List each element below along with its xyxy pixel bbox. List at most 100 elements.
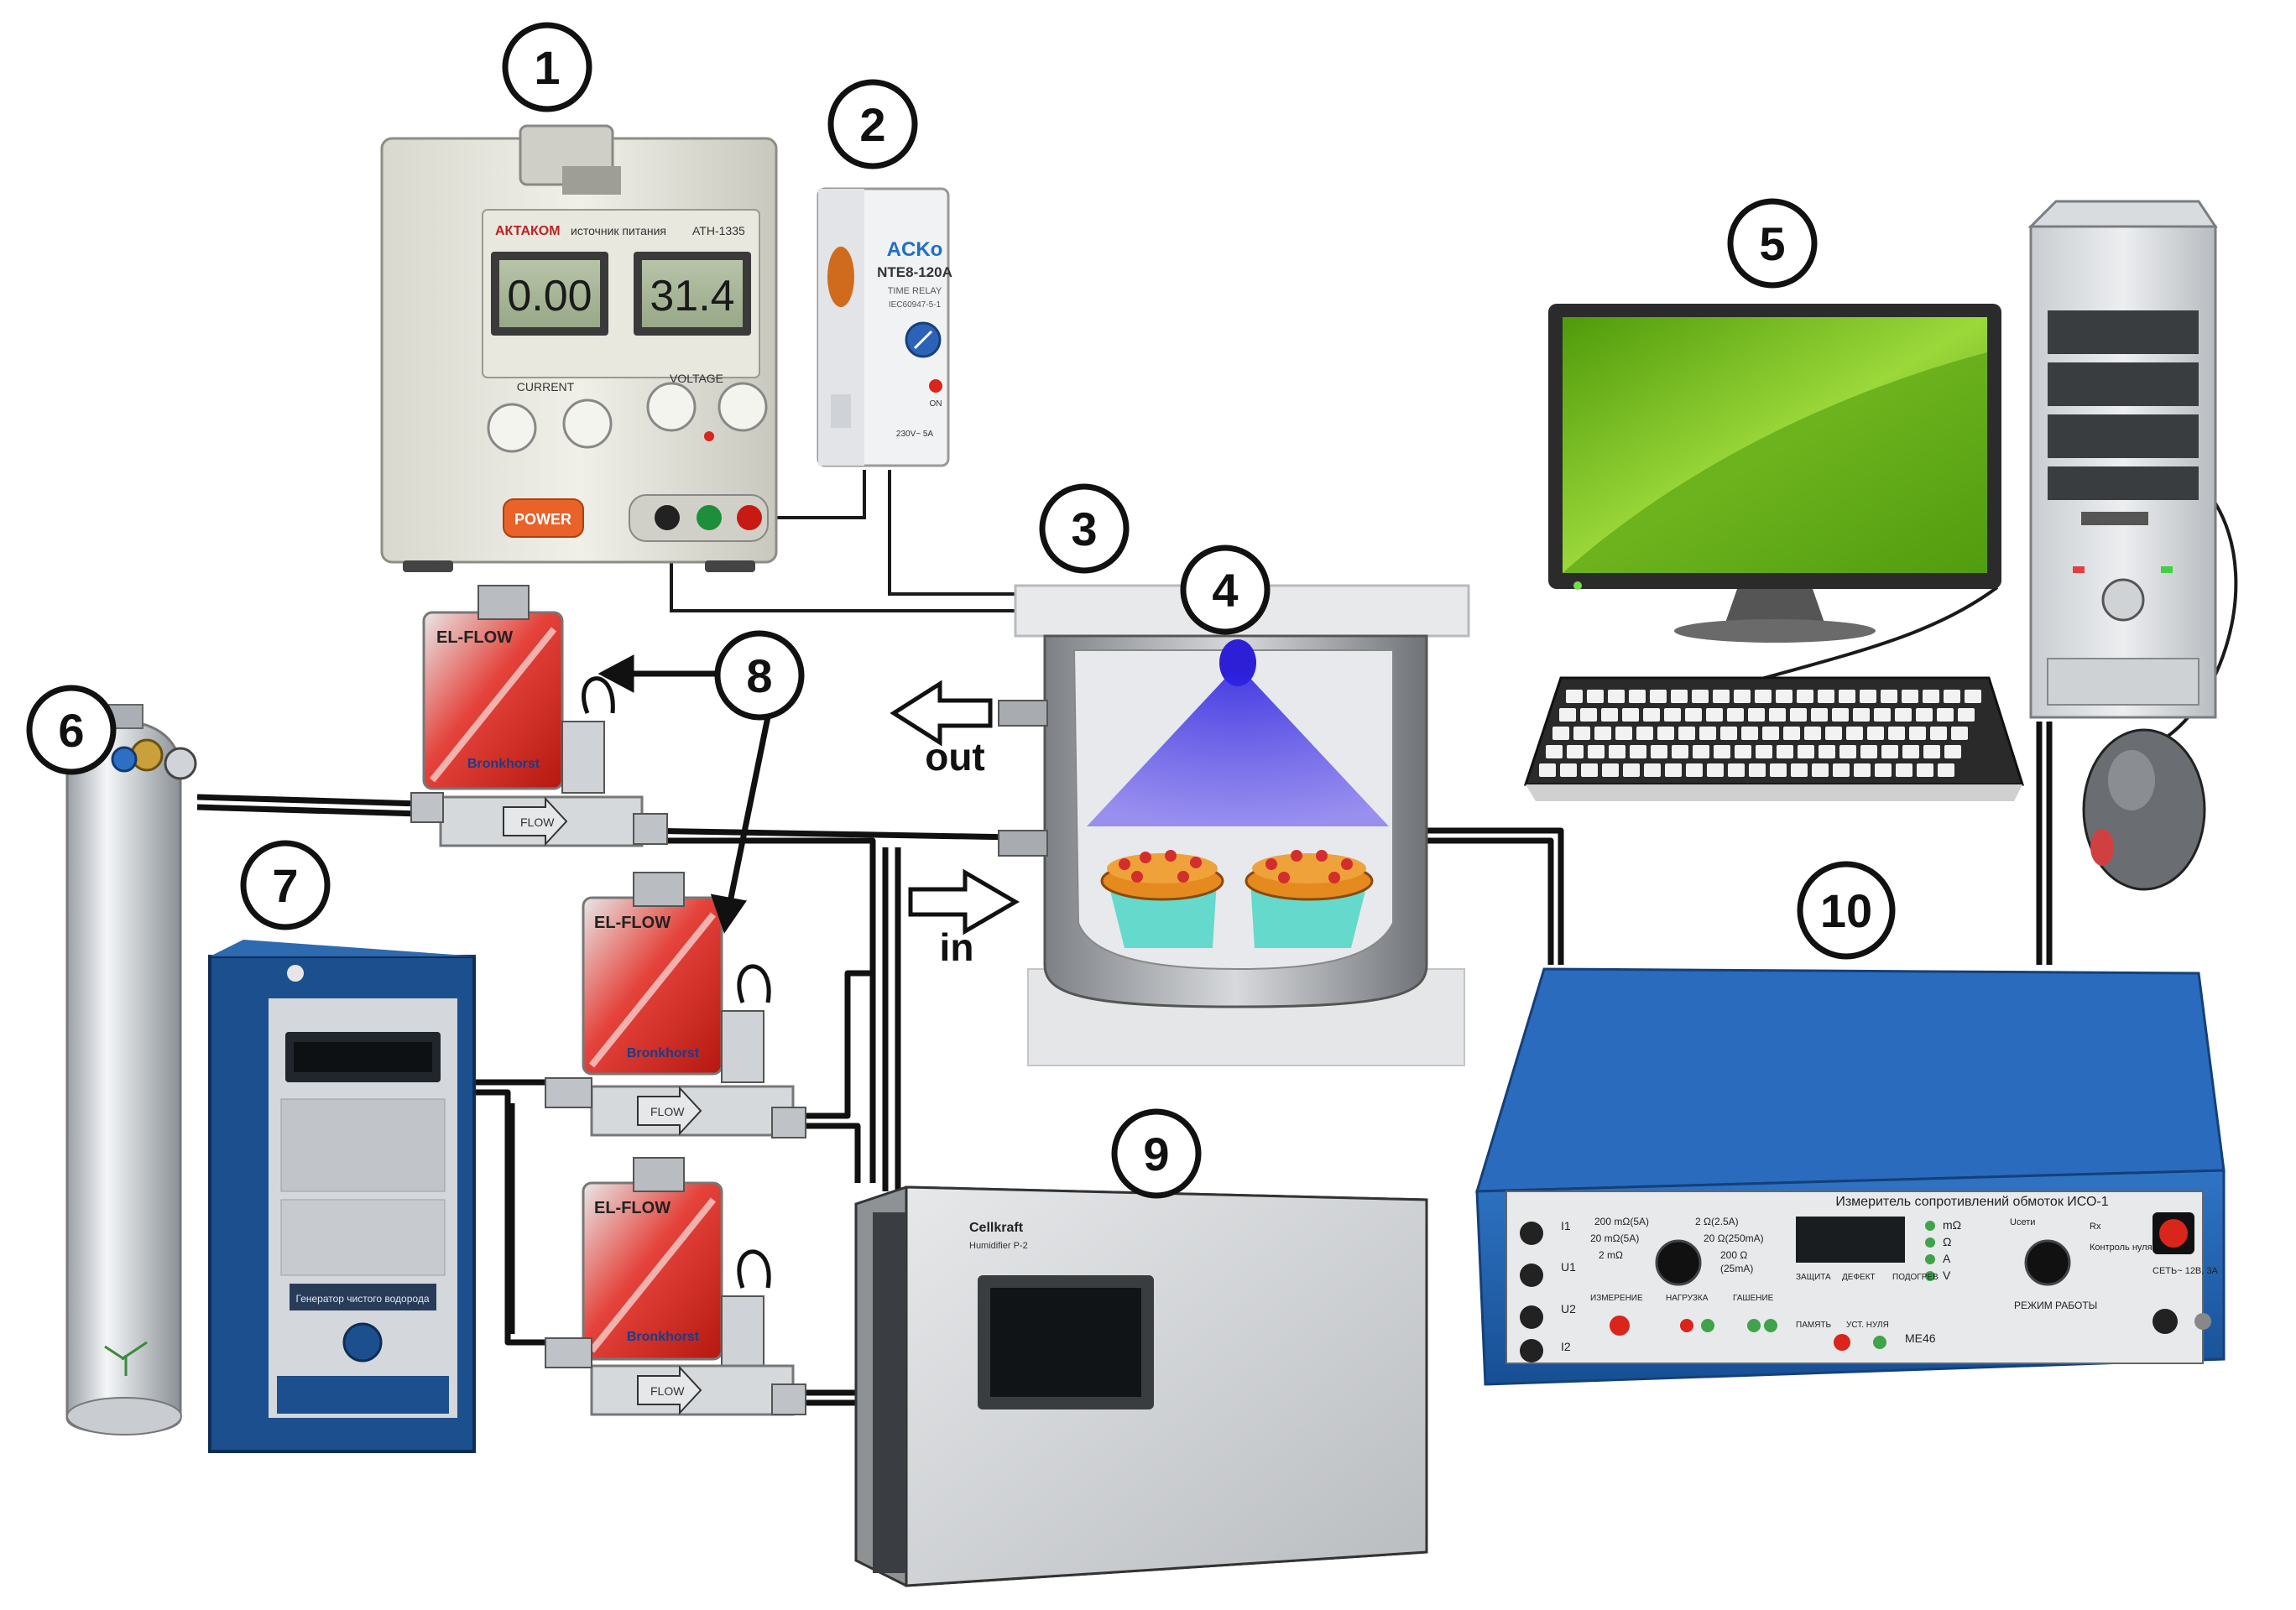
keyboard-key[interactable]	[1881, 745, 1898, 758]
keyboard-key[interactable]	[1867, 727, 1884, 740]
psu-knobs[interactable]	[487, 382, 768, 453]
keyboard-key[interactable]	[1566, 690, 1583, 703]
keyboard-key[interactable]	[1636, 727, 1653, 740]
keyboard-key[interactable]	[1916, 708, 1933, 722]
keyboard-key[interactable]	[1832, 708, 1849, 722]
keyboard-key[interactable]	[1791, 763, 1808, 777]
range-knob[interactable]	[1655, 1239, 1702, 1286]
keyboard-key[interactable]	[1818, 690, 1834, 703]
keyboard-key[interactable]	[1699, 727, 1716, 740]
keyboard-key[interactable]	[1567, 745, 1584, 758]
keyboard-key[interactable]	[1713, 690, 1730, 703]
keyboard-key[interactable]	[1783, 727, 1800, 740]
keyboard-key[interactable]	[1672, 745, 1688, 758]
keyboard-key[interactable]	[1657, 727, 1674, 740]
keyboard-key[interactable]	[1671, 690, 1688, 703]
keyboard-key[interactable]	[1854, 763, 1871, 777]
keyboard-key[interactable]	[1651, 745, 1667, 758]
keyboard-key[interactable]	[1602, 763, 1619, 777]
keyboard-key[interactable]	[1580, 708, 1597, 722]
keyboard-key[interactable]	[1951, 727, 1968, 740]
keyboard-key[interactable]	[1588, 745, 1605, 758]
keyboard-key[interactable]	[1797, 690, 1813, 703]
keyboard[interactable]	[1523, 676, 2025, 801]
keyboard-key[interactable]	[1811, 708, 1828, 722]
mode-knob[interactable]	[2024, 1239, 2071, 1286]
keyboard-key[interactable]	[1581, 763, 1598, 777]
keyboard-key[interactable]	[1559, 708, 1576, 722]
keyboard-key[interactable]	[1790, 708, 1807, 722]
keyboard-key[interactable]	[1573, 727, 1590, 740]
keyboard-key[interactable]	[1609, 745, 1625, 758]
keyboard-key[interactable]	[1748, 708, 1765, 722]
keyboard-key[interactable]	[1895, 708, 1912, 722]
keyboard-key[interactable]	[1938, 763, 1954, 777]
keyboard-key[interactable]	[1937, 708, 1954, 722]
keyboard-key[interactable]	[1594, 727, 1611, 740]
keyboard-key[interactable]	[1685, 708, 1702, 722]
keyboard-key[interactable]	[1881, 690, 1897, 703]
keyboard-key[interactable]	[1546, 745, 1563, 758]
keyboard-key[interactable]	[1692, 690, 1709, 703]
keyboard-key[interactable]	[1769, 708, 1786, 722]
keyboard-key[interactable]	[1819, 745, 1835, 758]
keyboard-key[interactable]	[1643, 708, 1660, 722]
keyboard-key[interactable]	[1958, 708, 1975, 722]
pc-power-button[interactable]	[2101, 578, 2145, 622]
keyboard-key[interactable]	[1846, 727, 1863, 740]
keyboard-key[interactable]	[1833, 763, 1850, 777]
keyboard-key[interactable]	[1707, 763, 1724, 777]
keyboard-key[interactable]	[1728, 763, 1745, 777]
keyboard-key[interactable]	[1896, 763, 1912, 777]
keyboard-key[interactable]	[1608, 690, 1625, 703]
meter-terminals[interactable]	[1520, 1222, 1543, 1363]
gas-regulator[interactable]	[111, 738, 197, 780]
keyboard-key[interactable]	[1587, 690, 1604, 703]
keyboard-key[interactable]	[1944, 745, 1961, 758]
keyboard-key[interactable]	[1917, 763, 1933, 777]
keyboard-key[interactable]	[1875, 763, 1892, 777]
keyboard-key[interactable]	[1777, 745, 1793, 758]
keyboard-key[interactable]	[1804, 727, 1821, 740]
keyboard-key[interactable]	[1762, 727, 1779, 740]
keyboard-key[interactable]	[1644, 763, 1661, 777]
keyboard-key[interactable]	[1601, 708, 1618, 722]
keyboard-key[interactable]	[1650, 690, 1667, 703]
keyboard-key[interactable]	[1749, 763, 1766, 777]
keyboard-key[interactable]	[1853, 708, 1870, 722]
keyboard-key[interactable]	[1539, 763, 1556, 777]
keyboard-key[interactable]	[1776, 690, 1792, 703]
keyboard-key[interactable]	[1630, 745, 1646, 758]
keyboard-key[interactable]	[1839, 690, 1855, 703]
keyboard-key[interactable]	[1930, 727, 1947, 740]
keyboard-key[interactable]	[1741, 727, 1758, 740]
keyboard-key[interactable]	[1734, 690, 1751, 703]
keyboard-key[interactable]	[1812, 763, 1829, 777]
keyboard-key[interactable]	[1664, 708, 1681, 722]
keyboard-key[interactable]	[1552, 727, 1569, 740]
keyboard-key[interactable]	[1755, 690, 1772, 703]
keyboard-key[interactable]	[1902, 690, 1918, 703]
keyboard-key[interactable]	[1615, 727, 1632, 740]
keyboard-key[interactable]	[1735, 745, 1751, 758]
mouse[interactable]	[2082, 728, 2206, 891]
keyboard-key[interactable]	[1923, 690, 1939, 703]
keyboard-key[interactable]	[1798, 745, 1814, 758]
keyboard-key[interactable]	[1623, 763, 1640, 777]
keyboard-key[interactable]	[1622, 708, 1639, 722]
keyboard-key[interactable]	[1770, 763, 1787, 777]
keyboard-key[interactable]	[1560, 763, 1577, 777]
keyboard-key[interactable]	[1720, 727, 1737, 740]
keyboard-key[interactable]	[1923, 745, 1940, 758]
keyboard-key[interactable]	[1902, 745, 1919, 758]
keyboard-key[interactable]	[1727, 708, 1744, 722]
keyboard-key[interactable]	[1874, 708, 1891, 722]
keyboard-key[interactable]	[1629, 690, 1646, 703]
keyboard-key[interactable]	[1909, 727, 1926, 740]
keyboard-key[interactable]	[1860, 690, 1876, 703]
keyboard-key[interactable]	[1714, 745, 1730, 758]
keyboard-key[interactable]	[1839, 745, 1856, 758]
keyboard-key[interactable]	[1665, 763, 1682, 777]
keyboard-key[interactable]	[1965, 690, 1981, 703]
keyboard-key[interactable]	[1944, 690, 1960, 703]
